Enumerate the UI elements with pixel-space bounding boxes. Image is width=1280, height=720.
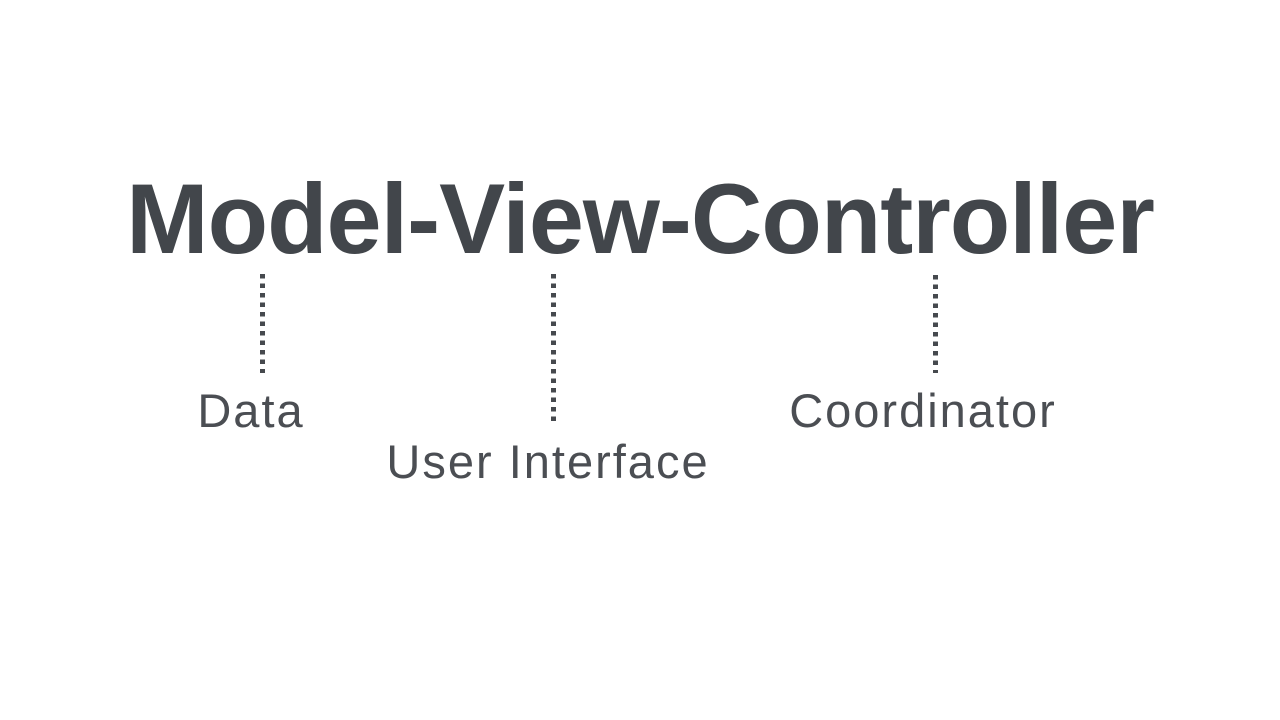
controller-definition-label: Coordinator: [789, 384, 1057, 437]
model-definition-label: Data: [197, 384, 305, 437]
controller-dotted-connector-line: [933, 275, 938, 373]
diagram-title: Model-View-Controller: [126, 163, 1155, 274]
model-dotted-connector-line: [260, 274, 265, 373]
view-dotted-connector-line: [551, 274, 556, 421]
view-definition-label: User Interface: [386, 435, 710, 488]
